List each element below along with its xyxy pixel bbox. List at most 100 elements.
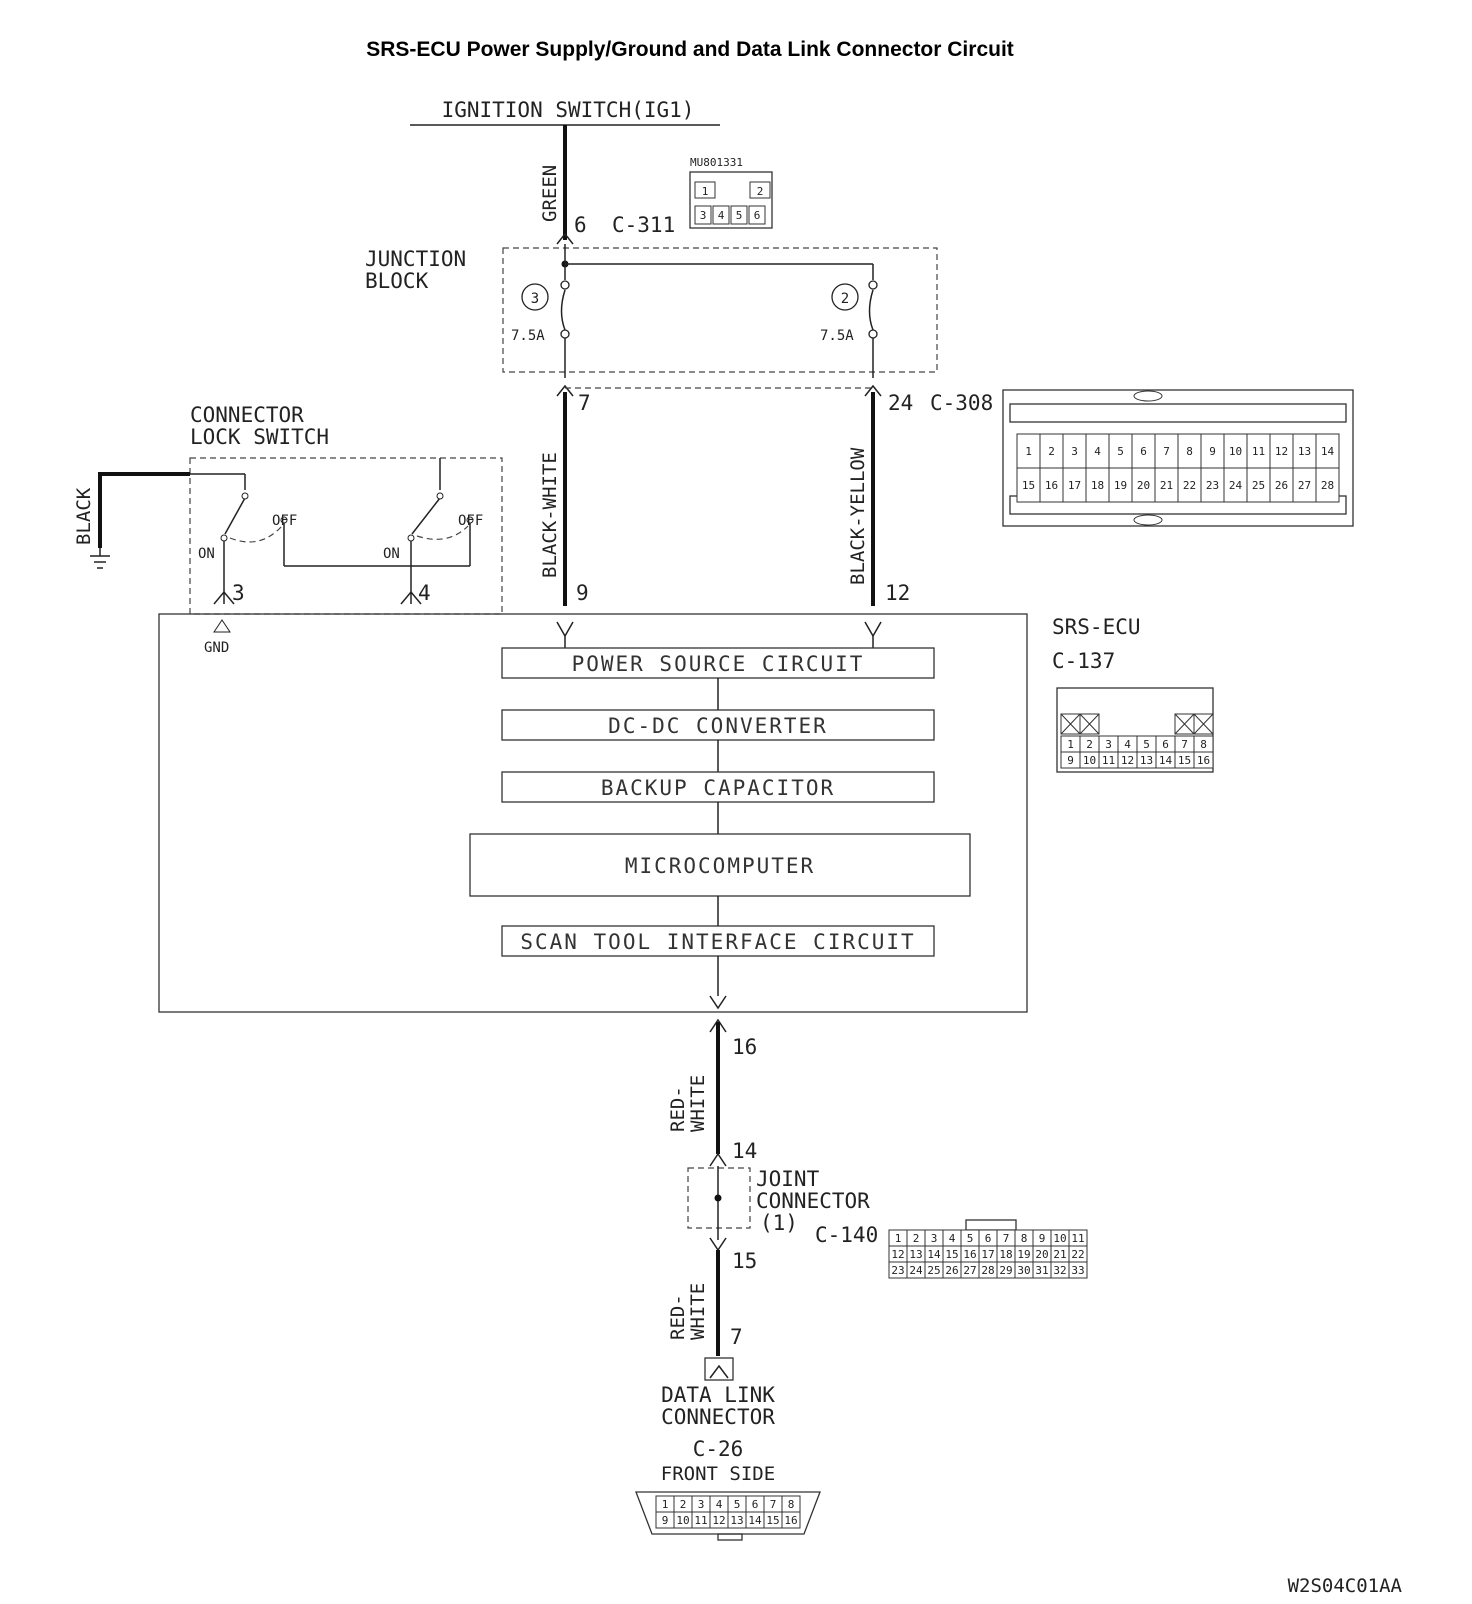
- c137-pin: 11: [1102, 754, 1115, 767]
- c308-pin: 9: [1209, 445, 1216, 458]
- green-wire-label: GREEN: [539, 165, 561, 222]
- mu801331-label: MU801331: [690, 156, 743, 169]
- c26-pin: 8: [788, 1498, 795, 1511]
- red-white-wire-1-label-a: RED-: [667, 1086, 689, 1132]
- c308-pin: 13: [1298, 445, 1311, 458]
- c308-pin: 4: [1094, 445, 1101, 458]
- c26-pin: 10: [676, 1514, 689, 1527]
- c137-pin: 5: [1143, 738, 1150, 751]
- ground-icon: [90, 548, 110, 569]
- c26-label: C-26: [693, 1437, 744, 1461]
- c308-pin: 8: [1186, 445, 1193, 458]
- c140-pin: 10: [1053, 1232, 1066, 1245]
- c137-cell: [1193, 751, 1214, 769]
- c137-pin: 9: [1067, 754, 1074, 767]
- joint-connector-label-1: JOINT: [756, 1167, 820, 1191]
- c26-pin: 12: [712, 1514, 725, 1527]
- c26-pin: 7: [770, 1498, 777, 1511]
- c137-pin: 2: [1086, 738, 1093, 751]
- joint-connector-label-3: (1): [760, 1211, 798, 1235]
- c137-pin: 15: [1178, 754, 1191, 767]
- black-white-wire-label: BLACK-WHITE: [539, 452, 561, 578]
- c140-pin: 3: [931, 1232, 938, 1245]
- c26-pin: 1: [662, 1498, 669, 1511]
- connector-arrow-c311: [556, 232, 574, 245]
- c26-pin: 16: [784, 1514, 797, 1527]
- c140-pin: 2: [913, 1232, 920, 1245]
- junction-block-label-2: BLOCK: [365, 269, 429, 293]
- data-link-label-2: CONNECTOR: [661, 1405, 775, 1429]
- gnd-label: GND: [204, 640, 229, 656]
- black-wire-label: BLACK: [73, 487, 95, 545]
- c308-pin: 22: [1183, 479, 1196, 492]
- page-title: SRS-ECU Power Supply/Ground and Data Lin…: [366, 38, 1014, 61]
- c26-pin: 9: [662, 1514, 669, 1527]
- pin-6-label: 6: [574, 213, 587, 237]
- pin-12-label: 12: [885, 581, 910, 605]
- c140-pin: 30: [1017, 1264, 1030, 1277]
- c26-pin: 6: [752, 1498, 759, 1511]
- fuse-right-icon: [868, 289, 874, 331]
- c140-pin: 1: [895, 1232, 902, 1245]
- connector-arrow-c308-left: [556, 384, 574, 397]
- mu-pin: 2: [757, 185, 764, 198]
- dc-dc-label: DC-DC CONVERTER: [608, 714, 828, 738]
- lock-switch-label-1: CONNECTOR: [190, 403, 304, 427]
- switch-1-off-label: OFF: [272, 513, 297, 529]
- c140-label: C-140: [815, 1223, 878, 1247]
- fuse-right-number-circle: [831, 283, 859, 311]
- c26-pin: 4: [716, 1498, 723, 1511]
- front-side-label: FRONT SIDE: [661, 1463, 775, 1485]
- data-link-label-1: DATA LINK: [661, 1383, 775, 1407]
- connector-lock-switch: CONNECTOR LOCK SWITCH BLACK ON OFF ON: [73, 403, 503, 615]
- pin-7b-label: 7: [730, 1325, 743, 1349]
- c26-pin: 15: [766, 1514, 779, 1527]
- diagram-code: W2S04C01AA: [1288, 1575, 1403, 1597]
- scan-tool-label: SCAN TOOL INTERFACE CIRCUIT: [520, 930, 915, 954]
- c26-pin: 13: [730, 1514, 743, 1527]
- fuse-left-icon: [560, 289, 566, 331]
- microcomputer-label: MICROCOMPUTER: [625, 854, 815, 878]
- gnd-symbol: [213, 619, 231, 633]
- c140-pin: 4: [949, 1232, 956, 1245]
- c137-pin: 12: [1121, 754, 1134, 767]
- c140-pin: 28: [981, 1264, 994, 1277]
- c308-label: C-308: [930, 391, 993, 415]
- mu801331-connector: 1 2 3 4 5 6: [689, 171, 773, 229]
- black-yellow-wire-label: BLACK-YELLOW: [847, 447, 869, 585]
- pin-16-label: 16: [732, 1035, 757, 1059]
- mu-pin: 3: [700, 209, 707, 222]
- mu-pin: 1: [702, 185, 709, 198]
- c308-pin: 25: [1252, 479, 1265, 492]
- c26-pin: 3: [698, 1498, 705, 1511]
- c140-pin: 29: [999, 1264, 1012, 1277]
- c137-pin: 6: [1162, 738, 1169, 751]
- mu-pin: 5: [736, 209, 743, 222]
- microcomputer-block: [469, 833, 971, 897]
- c308-pin: 28: [1321, 479, 1334, 492]
- c308-pin: 11: [1252, 445, 1265, 458]
- c140-pin: 9: [1039, 1232, 1046, 1245]
- c137-label: C-137: [1052, 649, 1115, 673]
- c308-cell: [1315, 467, 1340, 503]
- c137-key-cross: [1079, 713, 1100, 735]
- c26-pin: 2: [680, 1498, 687, 1511]
- switch-2-blade: [411, 497, 441, 535]
- c137-pin: 16: [1197, 754, 1210, 767]
- c308-pin: 5: [1117, 445, 1124, 458]
- c140-pin: 18: [999, 1248, 1012, 1261]
- c308-pin: 6: [1140, 445, 1147, 458]
- lock-switch-label-2: LOCK SWITCH: [190, 425, 329, 449]
- c140-pin: 33: [1071, 1264, 1084, 1277]
- c26-pin: 14: [748, 1514, 762, 1527]
- c308-pin: 24: [1229, 479, 1243, 492]
- fuse-right-rating: 7.5A: [820, 328, 854, 344]
- c308-pin: 3: [1071, 445, 1078, 458]
- fuse-left-rating: 7.5A: [511, 328, 545, 344]
- mu-pin: 4: [718, 209, 725, 222]
- c140-pin: 32: [1053, 1264, 1066, 1277]
- c137-pin: 1: [1067, 738, 1074, 751]
- c140-pin: 12: [891, 1248, 904, 1261]
